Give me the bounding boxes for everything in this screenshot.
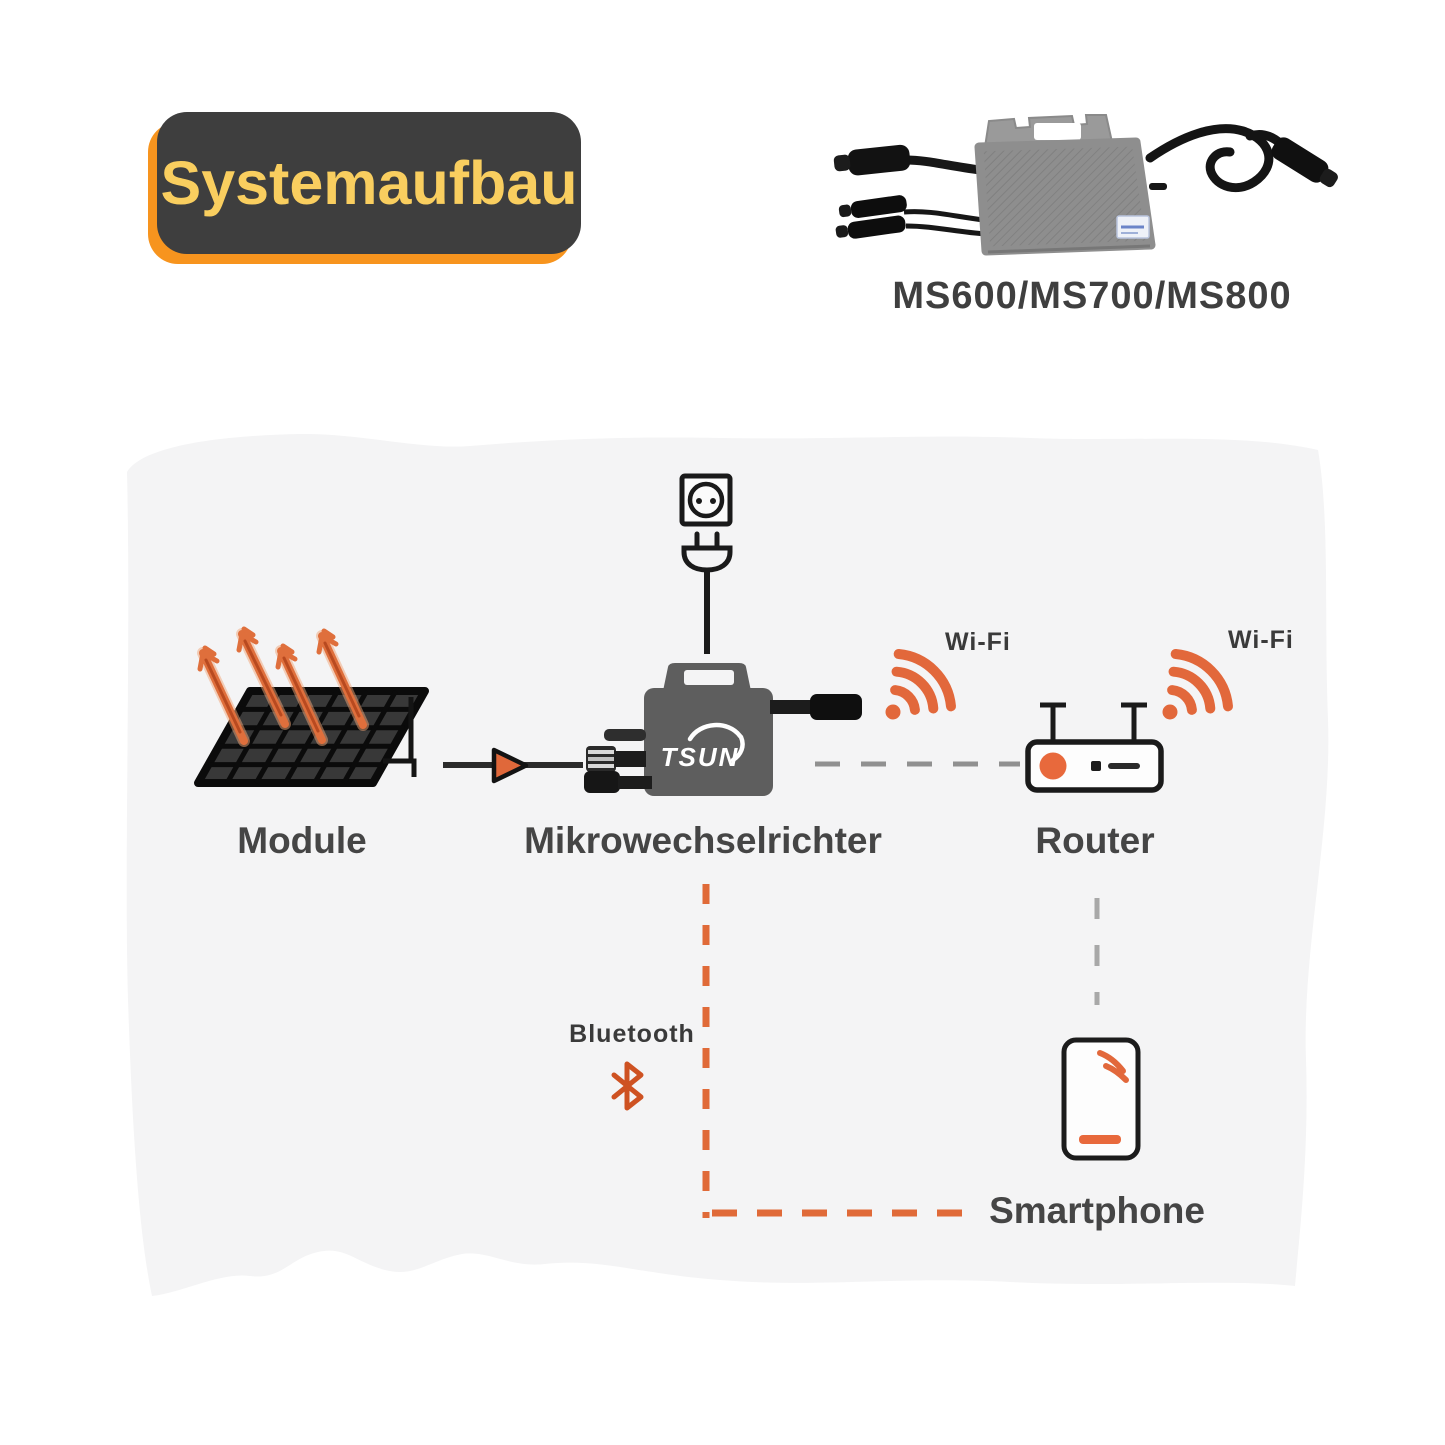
product-image-microinverter — [833, 114, 1338, 256]
title-badge: Systemaufbau — [157, 112, 581, 254]
right-triangle-arrow-icon — [443, 747, 583, 784]
product-cable-left — [901, 155, 985, 175]
smartphone — [1061, 1037, 1141, 1161]
diagram-background — [126, 433, 1329, 1296]
tsun-logo-arc — [687, 722, 743, 742]
product-body-edge — [987, 244, 1151, 254]
wifi-label-router: Wi-Fi — [1228, 626, 1294, 654]
microinverter: TSUN — [584, 663, 862, 796]
schuko-socket-icon — [679, 473, 733, 527]
product-model-label: MS600/MS700/MS800 — [892, 275, 1291, 317]
product-cable-dc2 — [905, 223, 987, 237]
smartphone-home-bar — [1079, 1135, 1121, 1144]
bluetooth-label: Bluetooth — [569, 1020, 695, 1048]
router — [1025, 702, 1164, 793]
smartphone-signal-mark — [1097, 1050, 1129, 1083]
product-connector-left — [833, 144, 911, 176]
wifi-label-inverter: Wi-Fi — [945, 628, 1011, 656]
panel-stand — [383, 697, 417, 777]
wifi-icon-inverter — [885, 649, 956, 720]
product-cable-right — [1145, 124, 1274, 193]
router-port — [1091, 761, 1101, 771]
router-slot — [1108, 763, 1140, 769]
product-label-chip — [1116, 215, 1150, 239]
product-bracket-hole — [1034, 123, 1081, 140]
smartphone-label: Smartphone — [989, 1190, 1205, 1231]
product-connectors-dc-left — [835, 195, 907, 239]
router-led — [1039, 752, 1067, 780]
solar-panel — [194, 687, 429, 787]
product-cable-dc1 — [903, 209, 985, 223]
product-antenna-stub — [1149, 183, 1167, 190]
page-title: Systemaufbau — [160, 149, 578, 217]
inverter-label: Mikrowechselrichter — [524, 820, 882, 861]
product-connector-right — [1271, 137, 1338, 188]
module-label: Module — [237, 820, 366, 861]
orange-energy-arrows-icon — [197, 626, 369, 747]
tsun-logo-tail — [730, 734, 745, 763]
bluetooth-rune-icon — [611, 1061, 644, 1111]
wifi-icon-router — [1162, 649, 1233, 720]
tsun-logo-text: TSUN — [661, 742, 740, 772]
router-label: Router — [1035, 820, 1154, 861]
product-body — [974, 137, 1156, 256]
